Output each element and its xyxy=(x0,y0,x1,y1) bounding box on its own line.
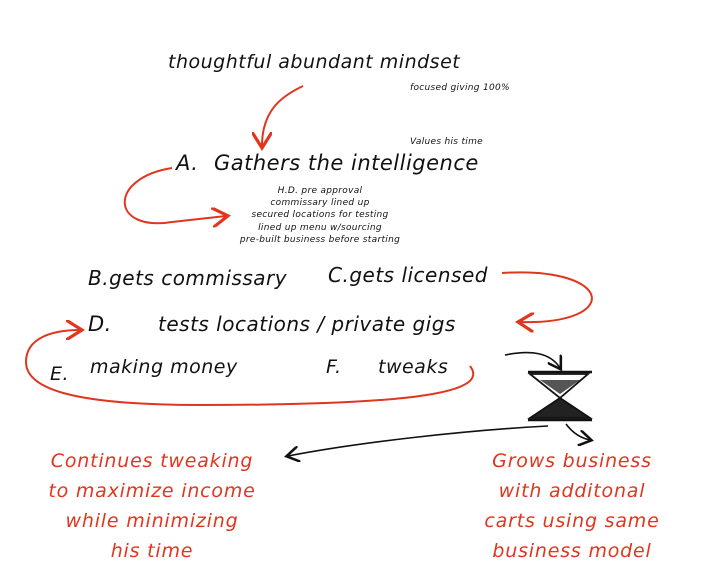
left-outcome-line: his time xyxy=(110,540,194,562)
arrow-to-right-outcome xyxy=(565,423,590,440)
intel-item: pre-built business before starting xyxy=(239,234,401,245)
step-a-letter: A. xyxy=(176,151,199,175)
intel-item: commissary lined up xyxy=(270,198,370,209)
step-a-text: Gathers the intelligence xyxy=(214,151,479,175)
intel-item: lined up menu w/sourcing xyxy=(258,222,382,233)
arrow-mindset-to-a xyxy=(262,85,304,146)
left-outcome-line: while minimizing xyxy=(65,510,239,532)
left-outcome: Continues tweaking to maximize income wh… xyxy=(32,446,272,566)
step-d-letter: D. xyxy=(88,312,112,336)
time-note: Values his time xyxy=(410,137,483,147)
right-outcome: Grows business with additonal carts usin… xyxy=(460,446,684,566)
step-d-text: tests locations / private gigs xyxy=(158,312,456,336)
right-outcome-line: Grows business xyxy=(492,450,652,472)
step-e-text: making money xyxy=(90,356,238,378)
hourglass-icon xyxy=(527,370,593,422)
arrow-c-to-d xyxy=(501,271,593,322)
right-outcome-line: carts using same xyxy=(484,510,660,532)
intelligence-list: H.D. pre approval commissary lined up se… xyxy=(212,185,428,246)
step-b: B.gets commissary xyxy=(88,266,288,290)
arrow-loop-to-d xyxy=(24,330,475,407)
step-c: C.gets licensed xyxy=(328,263,488,287)
mindset-note: focused giving 100% xyxy=(410,83,510,93)
step-f-text: tweaks xyxy=(378,356,449,378)
intel-item: H.D. pre approval xyxy=(277,186,363,196)
mindset-label: thoughtful abundant mindset xyxy=(168,51,461,73)
arrow-to-hourglass xyxy=(504,351,560,368)
step-e-letter: E. xyxy=(50,363,70,385)
intel-item: secured locations for testing xyxy=(251,210,389,221)
right-outcome-line: with additonal xyxy=(498,480,646,502)
step-f-letter: F. xyxy=(326,356,342,378)
right-outcome-line: business model xyxy=(492,540,652,562)
arrow-to-left-outcome xyxy=(288,425,549,456)
left-outcome-line: Continues tweaking xyxy=(50,450,254,472)
left-outcome-line: to maximize income xyxy=(48,480,256,502)
arrow-a-to-list xyxy=(123,167,226,223)
